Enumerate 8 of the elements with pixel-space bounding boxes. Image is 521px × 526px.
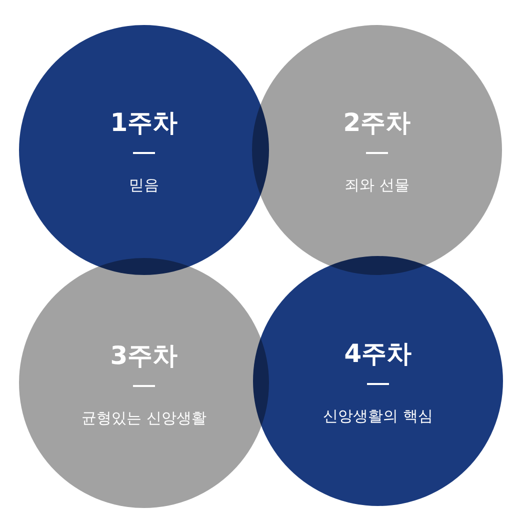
topic-text: 신앙생활의 핵심	[322, 406, 434, 426]
week-heading: 4주차	[343, 339, 413, 369]
topic-text: 균형있는 신앙생활	[80, 408, 208, 428]
week-heading: 3주차	[109, 341, 179, 371]
week-heading: 2주차	[342, 108, 412, 138]
topic-text: 믿음	[128, 175, 160, 195]
week-heading: 1주차	[109, 108, 179, 138]
topic-text: 죄와 선물	[344, 175, 410, 195]
